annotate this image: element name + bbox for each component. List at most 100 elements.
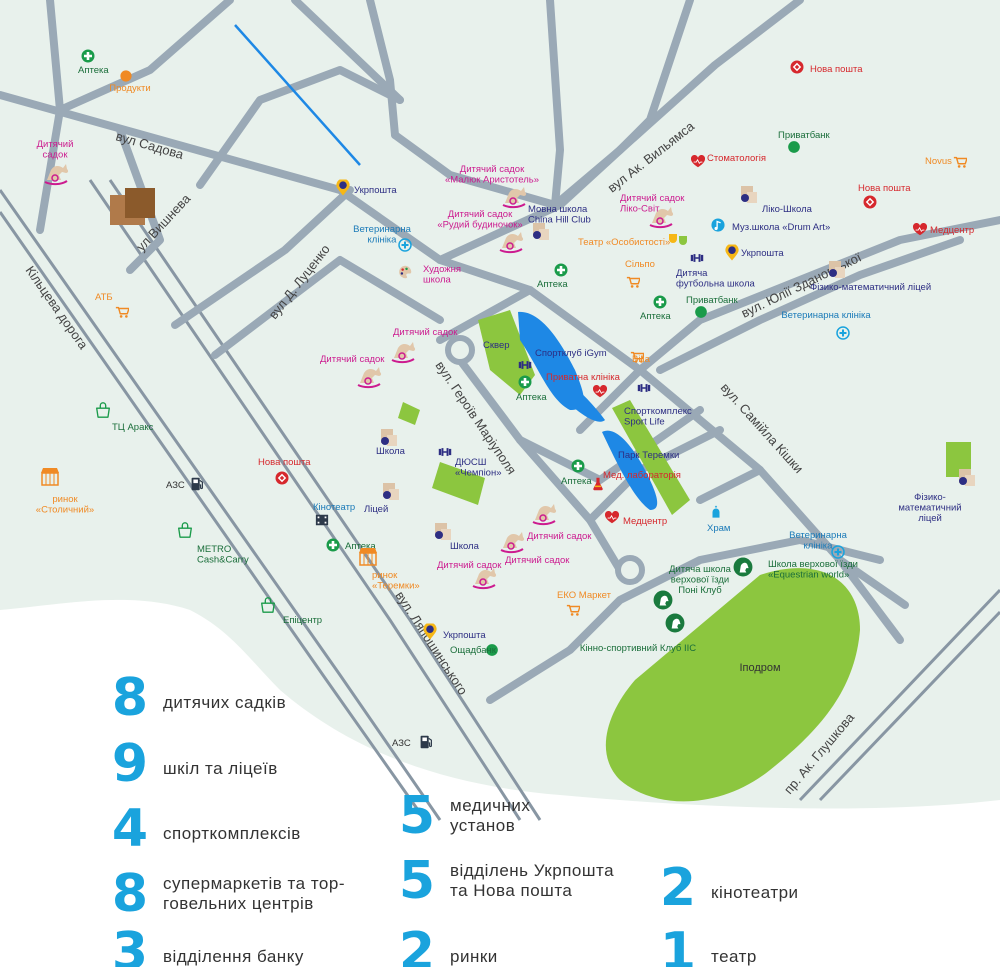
horse-icon (653, 590, 673, 610)
stat-label: спорткомплексів (163, 824, 301, 844)
place-label: Нова пошта (810, 64, 863, 75)
place-park: Парк Теремки (618, 450, 679, 461)
place-label: Аптека (78, 65, 109, 76)
place-label: Школа верхової їзди«Equestrian world» (768, 559, 858, 581)
place-label: Ліцей (364, 504, 388, 515)
place-school-1: Школа (376, 429, 406, 457)
place-label: АТБ (95, 292, 113, 303)
bank-icon (695, 306, 707, 318)
place-label: Мед. лабораторія (603, 470, 681, 481)
place-vet-2: Ветеринарна клініка (781, 310, 871, 340)
stat-label: дитячих садків (163, 693, 286, 713)
place-label: Стоматологія (707, 153, 766, 164)
place-school-2: Школа (435, 523, 480, 552)
stat-label: ринки (450, 947, 498, 967)
stat-number: 3 (111, 922, 149, 967)
place-pryvatna: Приватна клініка (546, 372, 621, 398)
place-sadok-4: Дитячий садок (527, 502, 592, 542)
stat-label: шкіл та ліцеїв (163, 759, 278, 779)
place-label: Нова пошта (258, 457, 311, 468)
place-nova-1: Нова пошта (790, 60, 863, 75)
stat-label-line: та Нова пошта (450, 881, 573, 900)
stat-label: супермаркетів та тор-говельних центрів (163, 874, 345, 914)
place-sadok-rudyi: Дитячий садок«Рудий будиночок» (437, 209, 525, 254)
place-label: Ліко-Школа (762, 204, 813, 215)
stat-label: кінотеатри (711, 883, 799, 903)
place-label: Приватбанк (778, 130, 831, 141)
place-label: Муз.школа «Drum Art» (732, 222, 830, 233)
cross-icon (81, 49, 95, 63)
cross-icon (326, 538, 340, 552)
place-label: Дитячий садок (437, 560, 502, 571)
place-label: Школа (450, 541, 480, 552)
nova-icon (790, 60, 804, 74)
stat-label: театр (711, 947, 757, 967)
place-theatre: Театр «Особистості» (578, 234, 687, 248)
place-label: Дитячий садок (393, 327, 458, 338)
place-produkty: Продукти (109, 70, 151, 94)
place-label: Нова пошта (858, 183, 911, 194)
place-dyussh: ДЮСШ«Чемпіон» (438, 448, 502, 479)
place-privat-2: Приватбанк (686, 295, 739, 318)
place-sadok-3: Дитячий садок (320, 354, 385, 389)
stat-label-line: кінотеатри (711, 883, 799, 902)
place-medcentr-1: Медцентр (913, 223, 974, 236)
place-label: Медцентр (623, 516, 667, 527)
place-ukrposhta-2: Укрпошта (725, 244, 784, 261)
place-label: ТЦ Аракс (112, 422, 154, 433)
hippodrome (605, 568, 860, 802)
place-label: Фізико-математичний ліцей (810, 282, 931, 293)
place-apteka-3: Аптека (537, 263, 568, 290)
place-sadok-6: Дитячий садок (437, 560, 502, 590)
place-label: Укрпошта (443, 630, 486, 641)
cross-icon (653, 295, 667, 309)
place-label: Школа (376, 446, 406, 457)
cross-icon (571, 459, 585, 473)
place-label: Дитячий садок (505, 555, 570, 566)
stat-number: 5 (398, 851, 436, 911)
place-fiz-mat-1: Фізико-математичний ліцей (810, 261, 931, 293)
horse-icon (665, 613, 685, 633)
place-stomat: Стоматологія (691, 153, 766, 168)
place-label: Аптека (640, 311, 671, 322)
place-label: Ветеринарна клініка (781, 310, 871, 321)
place-label: ДЮСШ«Чемпіон» (455, 457, 502, 479)
place-sadok-2: Дитячий садок (390, 327, 458, 364)
stat-label: відділення банку (163, 947, 304, 967)
place-ukrposhta-1: Укрпошта (336, 179, 397, 196)
place-billa: Billa (630, 351, 651, 365)
place-label: ринок«Столичний» (36, 494, 94, 516)
place-lyceum: Ліцей (364, 483, 399, 515)
place-label: Дитячий садок (527, 531, 592, 542)
stat-number: 9 (111, 734, 149, 794)
place-label: Храм (707, 523, 730, 534)
stat-label-line: дитячих садків (163, 693, 287, 712)
place-epicentr: Епіцентр (260, 597, 322, 626)
stat-label-line: ринки (450, 947, 498, 966)
stat-number: 2 (659, 858, 697, 918)
street-lines (0, 0, 1000, 704)
dot-icon (120, 70, 132, 82)
place-label: Парк Теремки (618, 450, 679, 461)
place-medcentr-2: Медцентр (605, 511, 667, 527)
place-label: Медцентр (930, 225, 974, 236)
nova-icon (863, 195, 877, 209)
place-label: АЗС (392, 738, 411, 749)
place-sadok-aristotel: Дитячий садок«Малюк Аристотель» (445, 164, 539, 209)
